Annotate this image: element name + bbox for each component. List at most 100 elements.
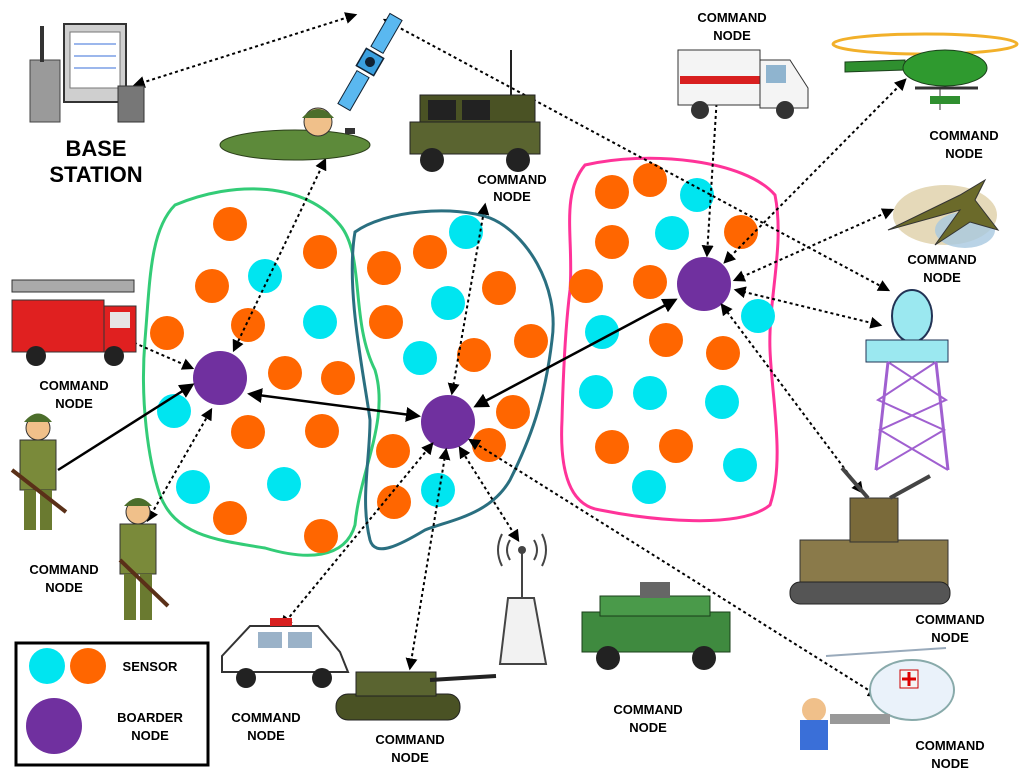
command-label-police-2: NODE xyxy=(247,728,285,743)
command-label-medheli-2: NODE xyxy=(931,756,969,771)
sensor-orange xyxy=(150,316,184,350)
sensor-orange xyxy=(231,415,265,449)
sensor-orange xyxy=(367,251,401,285)
sensor-orange xyxy=(633,265,667,299)
sensor-orange xyxy=(231,308,265,342)
sensor-orange xyxy=(413,235,447,269)
sensor-cyan xyxy=(431,286,465,320)
sensor-cyan xyxy=(267,467,301,501)
sensor-orange xyxy=(706,336,740,370)
armored-car-icon xyxy=(581,582,731,670)
command-label-humvee-1: COMMAND xyxy=(477,172,546,187)
helicopter-green-icon xyxy=(831,32,1019,110)
legend-sensor-orange xyxy=(70,648,106,684)
soldier-icon xyxy=(118,498,170,620)
sensor-orange xyxy=(304,519,338,553)
command-label-humvee-2: NODE xyxy=(493,189,531,204)
sensor-cyan xyxy=(705,385,739,419)
link-prone-soldier-left xyxy=(232,157,327,353)
base-station-label-line1: BASE xyxy=(65,136,126,161)
computer-icon xyxy=(29,23,145,123)
command-label-firetruck-2: NODE xyxy=(55,396,93,411)
satellite-icon xyxy=(337,12,403,112)
command-label-ambulance-2: NODE xyxy=(713,28,751,43)
command-label-sam-1: COMMAND xyxy=(915,612,984,627)
base-station-label-line2: STATION xyxy=(49,162,142,187)
sensor-cyan xyxy=(157,394,191,428)
link-left-middle xyxy=(247,388,421,422)
sensor-cyan xyxy=(403,341,437,375)
command-label-armoredcar-2: NODE xyxy=(629,720,667,735)
command-label-tank-2: NODE xyxy=(391,750,429,765)
link-ambulance-right xyxy=(701,77,724,258)
link-sam-right xyxy=(720,303,864,494)
legend-sensor-label: SENSOR xyxy=(123,659,179,674)
sensor-orange xyxy=(321,361,355,395)
link-helicopter-right xyxy=(723,78,907,264)
legend-border-label-line2: NODE xyxy=(131,728,169,743)
link-basestation-satellite xyxy=(132,12,358,88)
sensor-orange xyxy=(369,305,403,339)
sensor-orange xyxy=(213,501,247,535)
police-car-icon xyxy=(221,618,350,688)
radar-tower-icon xyxy=(865,289,950,471)
command-label-ambulance-1: COMMAND xyxy=(697,10,766,25)
command-label-police-1: COMMAND xyxy=(231,710,300,725)
link-humvee-middle xyxy=(447,202,490,396)
sensor-group-left xyxy=(150,207,355,553)
sensor-orange xyxy=(457,338,491,372)
link-soldier-left xyxy=(57,383,195,472)
legend-sensor-cyan xyxy=(29,648,65,684)
border-node-middle xyxy=(421,395,475,449)
sensor-orange xyxy=(482,271,516,305)
sensor-cyan xyxy=(449,215,483,249)
command-label-soldier1-2: NODE xyxy=(45,580,83,595)
sensor-cyan xyxy=(655,216,689,250)
soldier-icon xyxy=(10,413,68,530)
sensor-orange xyxy=(595,175,629,209)
sensor-orange xyxy=(569,269,603,303)
sensor-orange xyxy=(195,269,229,303)
sensor-cyan xyxy=(632,470,666,504)
sensor-group-right xyxy=(569,163,775,504)
sensor-cyan xyxy=(176,470,210,504)
sensor-cyan xyxy=(303,305,337,339)
sensor-orange xyxy=(595,225,629,259)
sensor-orange xyxy=(595,430,629,464)
border-node-right xyxy=(677,257,731,311)
jet-icon xyxy=(887,178,1000,248)
command-label-firetruck-1: COMMAND xyxy=(39,378,108,393)
sensor-orange xyxy=(213,207,247,241)
link-tank-middle xyxy=(405,447,451,671)
command-label-helicopter-2: NODE xyxy=(945,146,983,161)
fire-truck-icon xyxy=(11,279,137,366)
command-label-sam-2: NODE xyxy=(931,630,969,645)
link-medheli-middle xyxy=(467,438,881,698)
sensor-cyan xyxy=(248,259,282,293)
sensor-orange xyxy=(724,215,758,249)
sensor-orange xyxy=(303,235,337,269)
link-satellite-radar xyxy=(382,18,891,292)
dotted-links xyxy=(65,12,907,698)
sensor-orange xyxy=(305,414,339,448)
tank-icon xyxy=(335,671,497,721)
sensor-orange xyxy=(268,356,302,390)
sensor-cyan xyxy=(723,448,757,482)
tank-icon xyxy=(789,466,951,605)
humvee-icon xyxy=(409,50,541,172)
medical-helicopter-icon xyxy=(800,647,955,750)
command-label-helicopter-1: COMMAND xyxy=(929,128,998,143)
command-label-medheli-1: COMMAND xyxy=(915,738,984,753)
soldier-prone-icon xyxy=(219,107,371,161)
sensor-cyan xyxy=(579,375,613,409)
command-label-jet-2: NODE xyxy=(923,270,961,285)
legend: SENSOR BOARDER NODE xyxy=(14,641,210,767)
sensor-cyan xyxy=(680,178,714,212)
command-label-armoredcar-1: COMMAND xyxy=(613,702,682,717)
link-jet-right xyxy=(732,208,895,282)
sensor-orange xyxy=(649,323,683,357)
sensor-orange xyxy=(376,434,410,468)
legend-border-label-line1: BOARDER xyxy=(117,710,183,725)
sensor-orange xyxy=(472,428,506,462)
